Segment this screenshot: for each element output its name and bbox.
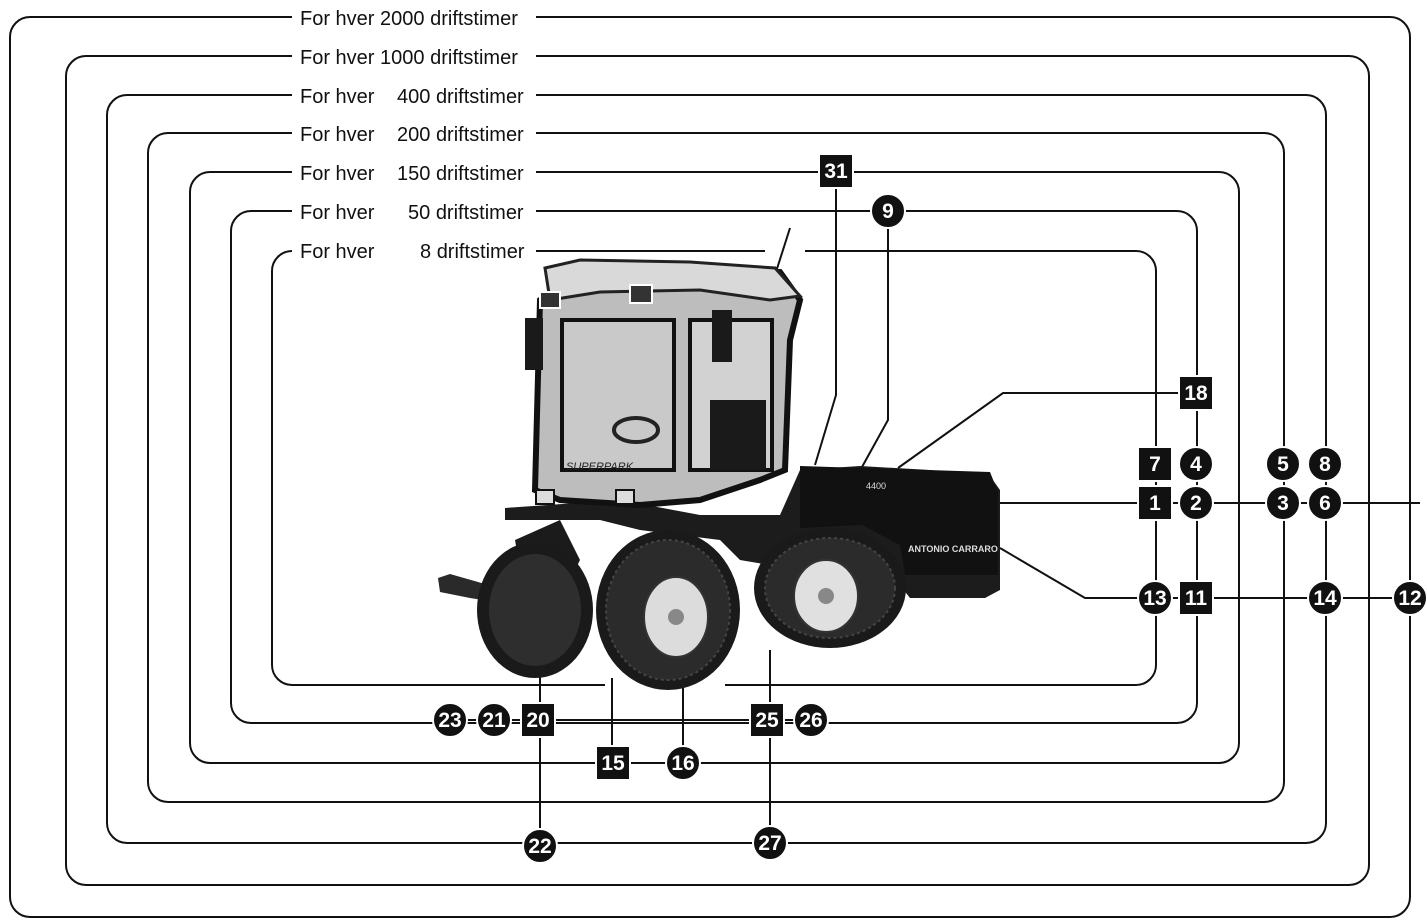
marker-number: 27 — [758, 832, 781, 855]
marker-9: 9 — [871, 194, 905, 228]
marker-number: 13 — [1143, 587, 1166, 610]
marker-15: 15 — [596, 746, 630, 780]
marker-23: 23 — [433, 703, 467, 737]
marker-16: 16 — [666, 746, 700, 780]
marker-21: 21 — [477, 703, 511, 737]
marker-26: 26 — [794, 703, 828, 737]
marker-number: 31 — [824, 160, 848, 183]
marker-number: 11 — [1185, 587, 1208, 610]
cab-window-front — [562, 320, 674, 470]
marker-number: 25 — [755, 709, 779, 732]
marker-1: 1 — [1138, 486, 1172, 520]
marker-20: 20 — [521, 703, 555, 737]
marker-11: 11 — [1179, 581, 1213, 615]
marker-6: 6 — [1308, 486, 1342, 520]
marker-number: 5 — [1277, 453, 1289, 476]
marker-number: 18 — [1184, 382, 1208, 405]
marker-number: 9 — [882, 200, 894, 223]
marker-number: 14 — [1313, 587, 1337, 610]
marker-31: 31 — [819, 154, 853, 188]
marker-number: 15 — [601, 752, 625, 775]
marker-number: 16 — [671, 752, 694, 775]
marker-22: 22 — [523, 829, 557, 863]
marker-number: 3 — [1277, 492, 1289, 515]
marker-number: 12 — [1398, 587, 1421, 610]
work-light-right — [630, 285, 652, 303]
cab-decal: SUPERPARK — [566, 461, 634, 473]
label-1000h: For hver 1000 driftstimer — [300, 47, 518, 69]
marker-number: 4 — [1190, 453, 1202, 476]
marker-5: 5 — [1266, 447, 1300, 481]
marker-number: 6 — [1319, 492, 1331, 515]
model-decal: 4400 — [866, 481, 886, 491]
marker-18: 18 — [1179, 376, 1213, 410]
marker-4: 4 — [1179, 447, 1213, 481]
mirror-left — [525, 318, 543, 370]
marker-number: 1 — [1149, 492, 1161, 515]
marker-number: 20 — [526, 709, 549, 732]
marker-number: 7 — [1149, 453, 1161, 476]
marker-7: 7 — [1138, 447, 1172, 481]
marker-2: 2 — [1179, 486, 1213, 520]
brand-decal: ANTONIO CARRARO — [908, 544, 998, 554]
marker-number: 21 — [482, 709, 506, 732]
marker-8: 8 — [1308, 447, 1342, 481]
marker-13: 13 — [1138, 581, 1172, 615]
marker-number: 26 — [799, 709, 822, 732]
marker-14: 14 — [1308, 581, 1342, 615]
seat — [710, 400, 766, 470]
mirror-right — [712, 310, 732, 362]
work-light-left — [540, 292, 560, 308]
marker-number: 23 — [438, 709, 461, 732]
marker-12: 12 — [1393, 581, 1427, 615]
marker-25: 25 — [750, 703, 784, 737]
marker-number: 22 — [528, 835, 551, 858]
marker-27: 27 — [753, 826, 787, 860]
marker-number: 8 — [1319, 453, 1331, 476]
marker-3: 3 — [1266, 486, 1300, 520]
label-2000h: For hver 2000 driftstimer — [300, 8, 518, 30]
marker-number: 2 — [1190, 492, 1202, 515]
tractor-illustration: SUPERPARK 4400 ANTONIO CARRARO — [438, 260, 1000, 690]
